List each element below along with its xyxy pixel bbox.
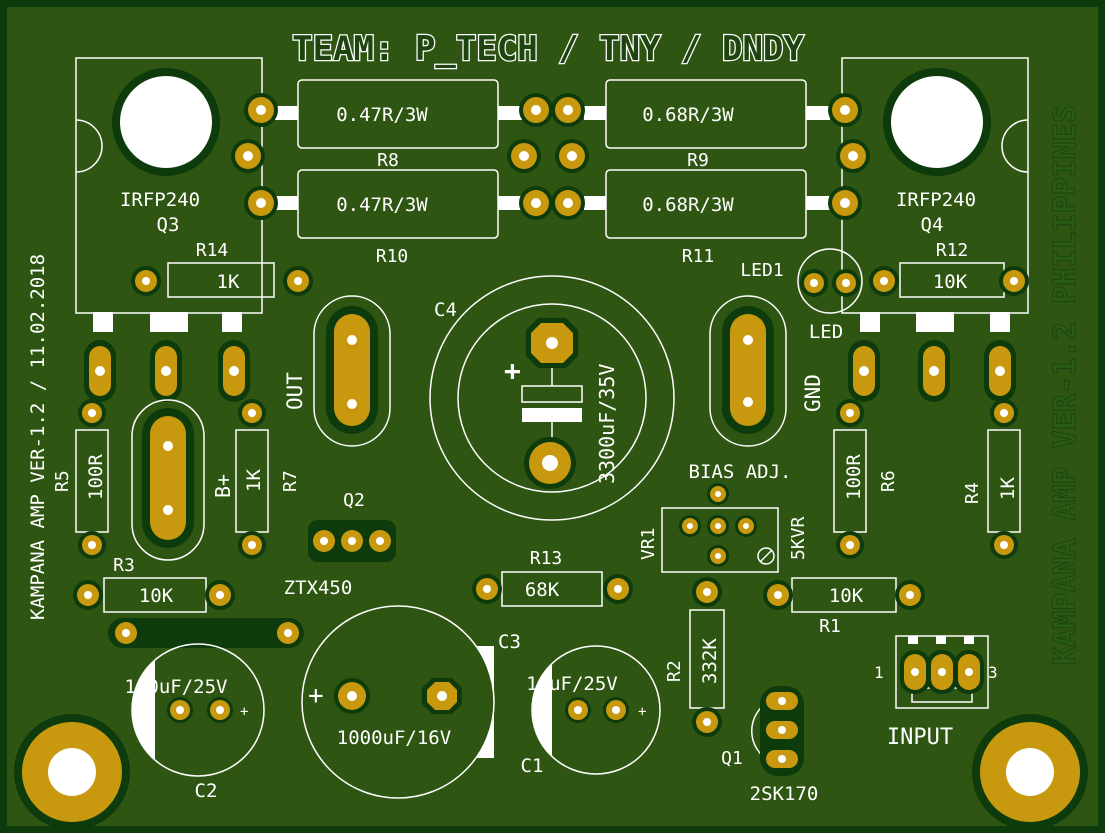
- c3-label: C3: [498, 631, 521, 653]
- r10-value: 0.47R/3W: [336, 194, 428, 216]
- q1-label: Q1: [721, 748, 743, 769]
- r14-label: R14: [196, 240, 229, 261]
- r12-label: R12: [936, 240, 969, 261]
- r7-value: 1K: [243, 469, 265, 492]
- q3-transistor: [75, 57, 263, 332]
- r9-value: 0.68R/3W: [642, 104, 734, 126]
- c1-label: C1: [521, 755, 544, 777]
- r3-label: R3: [113, 555, 135, 576]
- c3-plus: +: [308, 681, 324, 711]
- side-text-left: KAMPANA AMP VER-1.2 / 11.02.2018: [27, 254, 49, 620]
- q3-leg-pads: [84, 340, 250, 402]
- q2-part: ZTX450: [284, 577, 353, 599]
- gnd-label: GND: [801, 374, 825, 412]
- b-plus-label: B+: [211, 474, 235, 498]
- q2-label: Q2: [343, 490, 365, 511]
- c3-capacitor: [301, 605, 495, 799]
- input-pin3-label: 3: [988, 663, 998, 682]
- side-text-right: KAMPANA AMP VER-1.2 PHILIPPINES: [1048, 105, 1083, 665]
- r7-label: R7: [280, 470, 301, 492]
- r13-value: 68K: [525, 579, 560, 601]
- gnd-terminal: [709, 295, 787, 447]
- r10-label: R10: [376, 246, 409, 267]
- out-terminal: [313, 295, 391, 447]
- r1-label: R1: [819, 616, 841, 637]
- r12-value: 10K: [933, 271, 968, 293]
- q3-part: IRFP240: [120, 189, 200, 211]
- r6-label: R6: [878, 470, 899, 492]
- r13-label: R13: [530, 548, 563, 569]
- mount-hole-left: [14, 714, 130, 830]
- r11-label: R11: [682, 246, 715, 267]
- out-label: OUT: [283, 372, 307, 410]
- c1-capacitor: [531, 645, 661, 775]
- r9-label: R9: [687, 150, 709, 171]
- bias-adj-label: BIAS ADJ.: [689, 461, 792, 483]
- power-resistor-pads: [231, 93, 870, 220]
- r1-value: 10K: [829, 585, 864, 607]
- q2-transistor: [308, 520, 396, 562]
- board-title: TEAM: P_TECH / TNY / DNDY: [292, 29, 804, 69]
- vr1-trimmer: [661, 483, 779, 573]
- r12-resistor: [869, 262, 1029, 298]
- r8-value: 0.47R/3W: [336, 104, 428, 126]
- r9-resistor: [584, 79, 830, 149]
- q4-label: Q4: [921, 214, 944, 236]
- r8-resistor: [274, 79, 522, 149]
- c2-capacitor: [131, 643, 265, 777]
- r2-value: 332K: [699, 638, 721, 684]
- c2-value: 100uF/25V: [125, 676, 228, 698]
- r10-resistor: [274, 169, 522, 239]
- c4-capacitor: [429, 275, 675, 521]
- q3-label: Q3: [157, 214, 180, 236]
- r14-value: 1K: [217, 271, 240, 293]
- q4-transistor: [841, 57, 1029, 332]
- r11-resistor: [584, 169, 830, 239]
- c4-plus: +: [504, 354, 521, 387]
- q1-part: 2SK170: [750, 783, 819, 805]
- c2-label: C2: [195, 780, 218, 802]
- r2-resistor: [689, 577, 725, 737]
- q4-part: IRFP240: [896, 189, 976, 211]
- c1-value: 10uF/25V: [526, 673, 618, 695]
- r11-value: 0.68R/3W: [642, 194, 734, 216]
- r5-label: R5: [52, 470, 73, 492]
- r4-resistor: [987, 399, 1021, 559]
- r6-value: 100R: [843, 454, 865, 500]
- r3-resistor: [73, 577, 235, 613]
- c2-plus: +: [240, 704, 248, 720]
- r4-label: R4: [962, 482, 983, 504]
- input-connector: [895, 635, 989, 709]
- q4-leg-pads: [848, 340, 1016, 402]
- vr1-label: VR1: [638, 527, 659, 560]
- input-label: INPUT: [887, 725, 953, 750]
- b-plus-terminal: [131, 399, 205, 561]
- q1-transistor: [751, 686, 804, 776]
- r6-resistor: [833, 399, 867, 559]
- r8-label: R8: [377, 150, 399, 171]
- r3-value: 10K: [139, 585, 174, 607]
- c3-value: 1000uF/16V: [337, 727, 451, 749]
- r13-resistor: [472, 571, 633, 607]
- c1-plus: +: [638, 704, 646, 720]
- r4-value: 1K: [997, 477, 1019, 500]
- r14-resistor: [131, 262, 313, 298]
- c4-value: 3300uF/35V: [595, 364, 619, 484]
- led1-label: LED1: [740, 260, 783, 281]
- r5-value: 100R: [85, 454, 107, 500]
- led1: [797, 248, 863, 314]
- r7-resistor: [235, 399, 269, 559]
- vr1-value: 5KVR: [788, 516, 809, 560]
- r1-resistor: [763, 577, 925, 613]
- jumper-wire: [108, 618, 304, 648]
- input-pin1-label: 1: [874, 663, 884, 682]
- mount-hole-right: [972, 714, 1088, 830]
- led-label: LED: [809, 321, 843, 343]
- r5-resistor: [75, 399, 109, 559]
- c4-label: C4: [434, 299, 457, 321]
- r2-label: R2: [664, 660, 685, 682]
